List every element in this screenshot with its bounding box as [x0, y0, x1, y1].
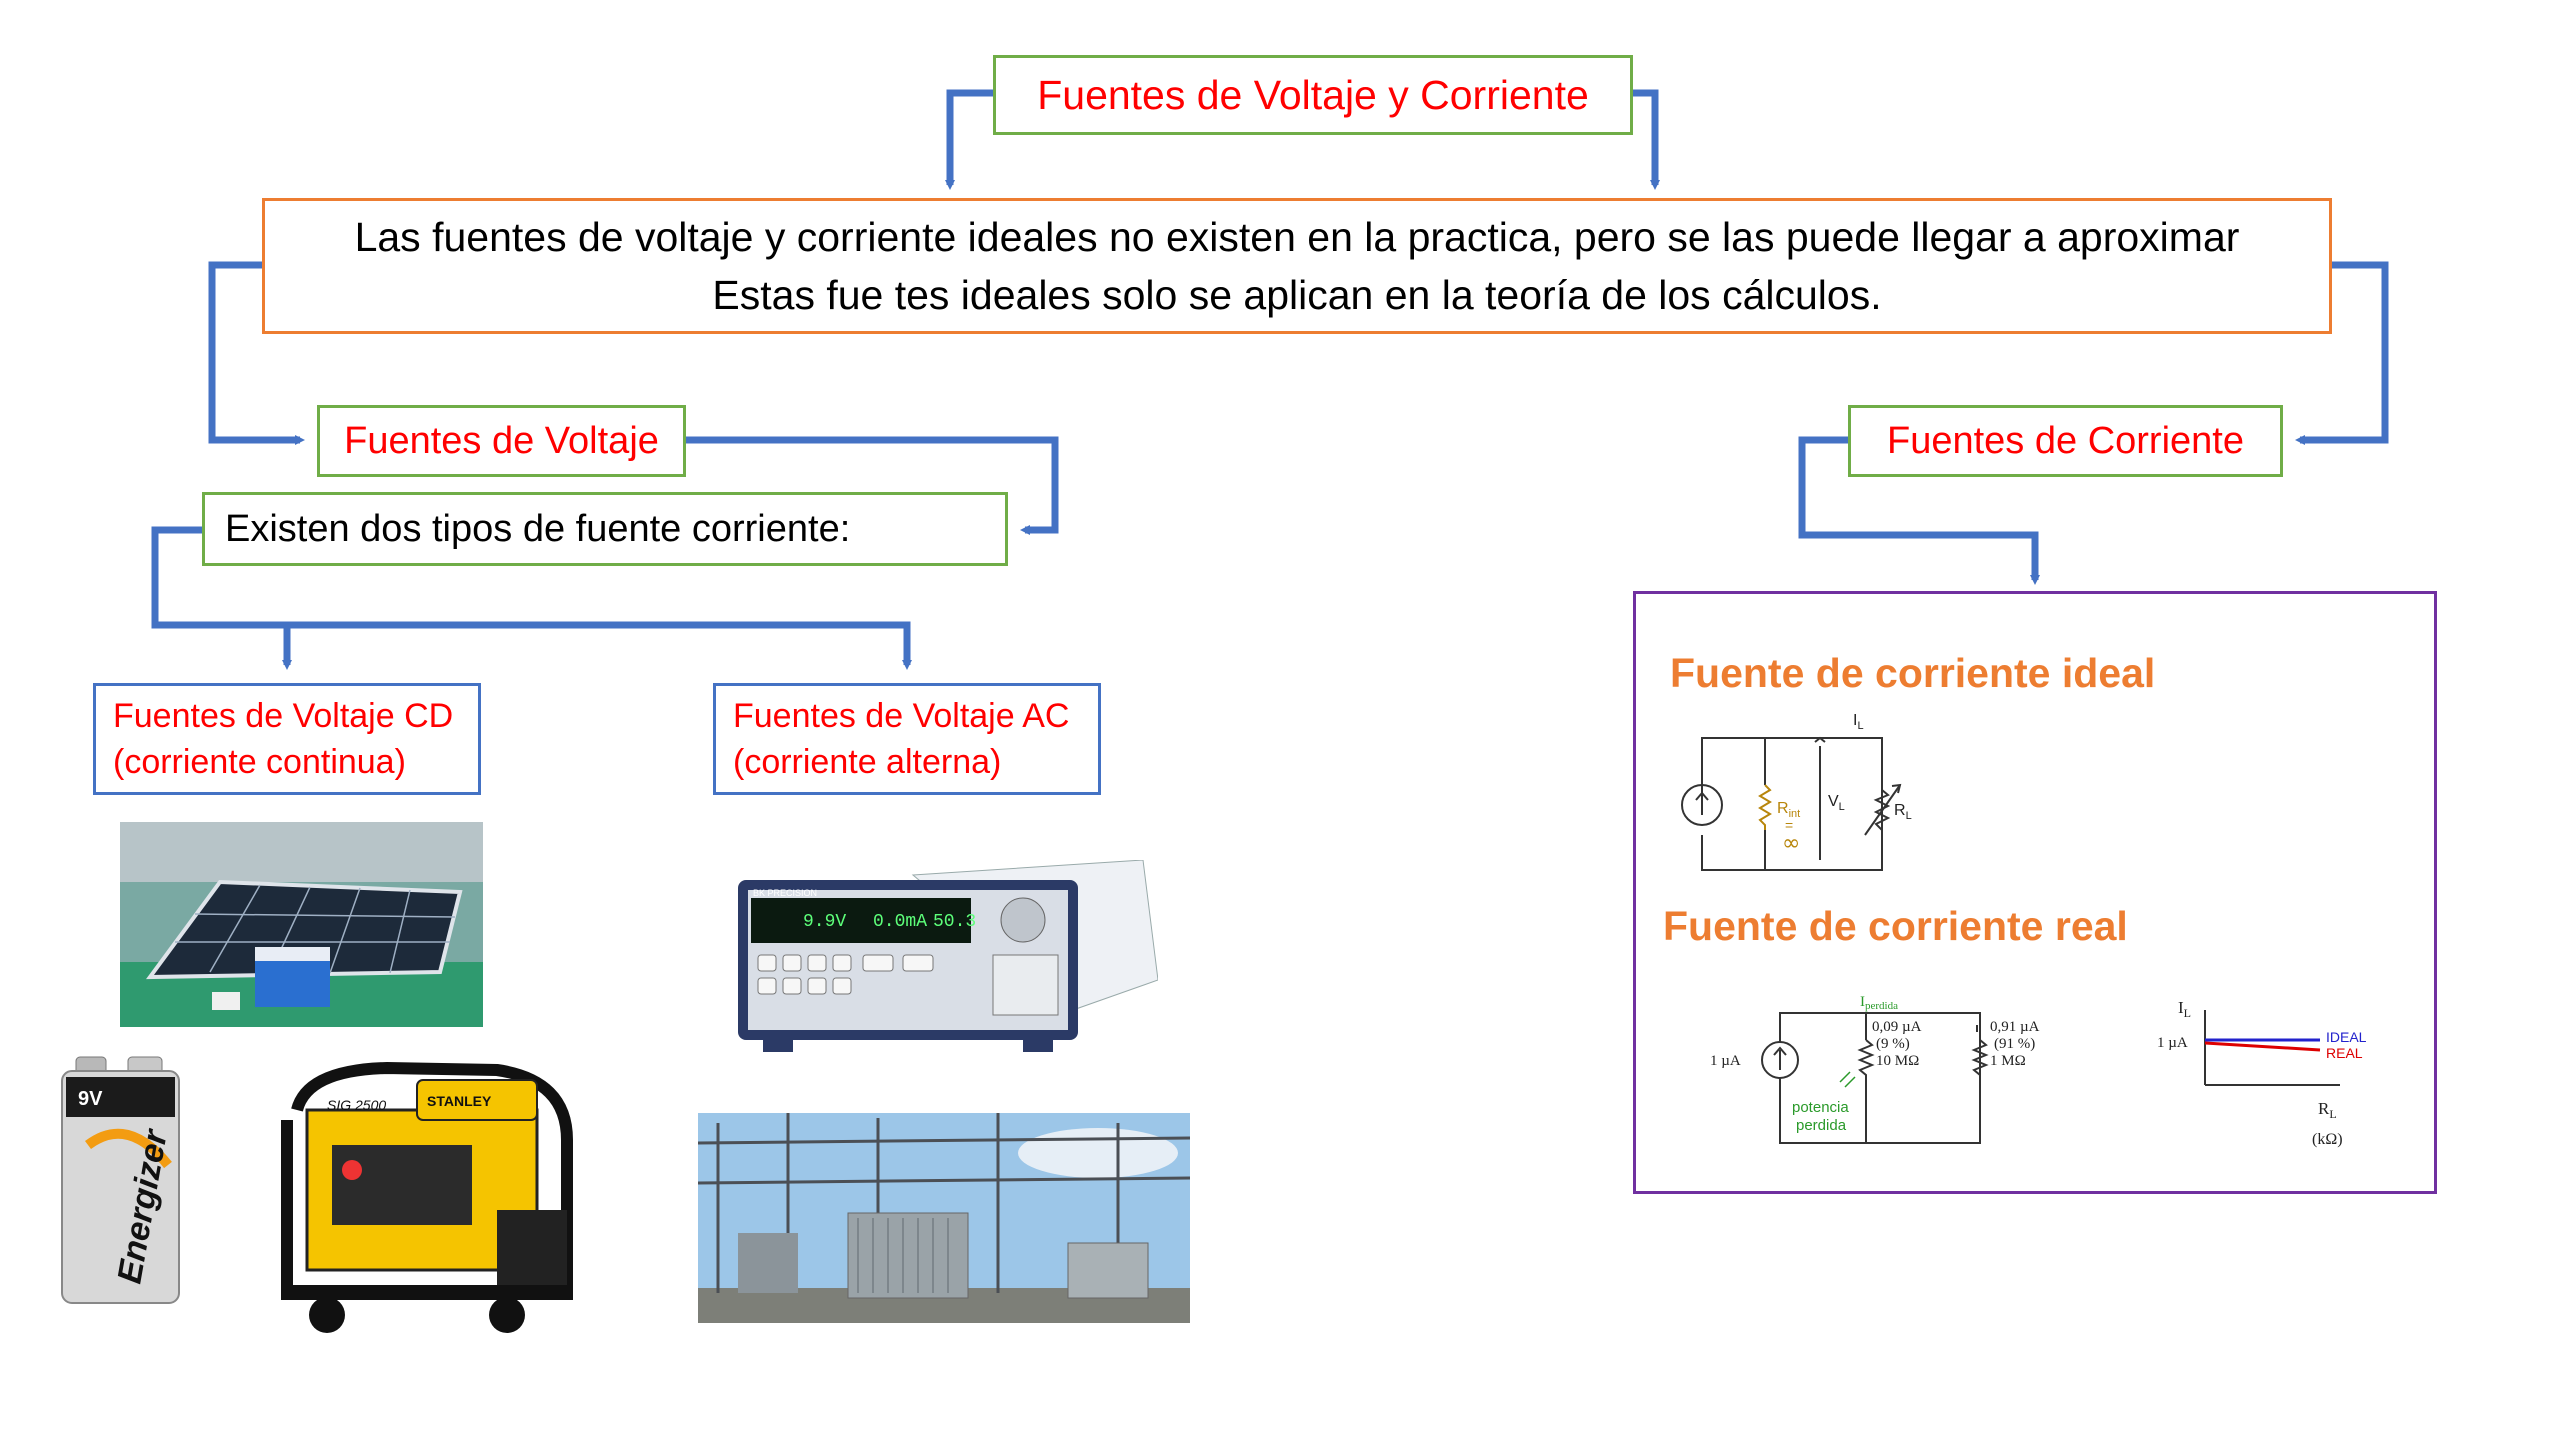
- connector-root-left: [945, 89, 993, 190]
- psu-brand-label: BK PRECISION: [753, 888, 817, 898]
- ideal-source-title: Fuente de corriente ideal: [1670, 650, 2156, 696]
- intro-line-1: Las fuentes de voltaje y corriente ideal…: [354, 214, 2240, 260]
- connector-root-right: [1633, 89, 1660, 190]
- types-text: Existen dos tipos de fuente corriente:: [225, 507, 851, 550]
- graph-legend-real: REAL: [2326, 1045, 2363, 1061]
- real-source-title: Fuente de corriente real: [1663, 903, 2128, 949]
- il-vs-rl-graph: IL 1 µA IDEAL REAL RL (kΩ): [2157, 998, 2367, 1148]
- root-title-box: Fuentes de Voltaje y Corriente: [993, 55, 1633, 135]
- ideal-vl-label: VL: [1828, 793, 1845, 813]
- psu-freq-readout: 50.3: [933, 912, 976, 932]
- psu-current-readout: 0.0mA: [873, 912, 927, 932]
- ideal-rint-label: Rint: [1777, 800, 1800, 820]
- dc-box: Fuentes de Voltaje CD (corriente continu…: [93, 683, 481, 795]
- voltage-title: Fuentes de Voltaje: [344, 419, 659, 462]
- dc-line-1: Fuentes de Voltaje CD: [113, 697, 454, 735]
- connector-voltage-types: [686, 436, 1059, 535]
- graph-ylabel: IL: [2178, 998, 2191, 1020]
- battery-volt-label: 9V: [78, 1088, 103, 1110]
- graph-xunit: (kΩ): [2312, 1131, 2343, 1148]
- root-title: Fuentes de Voltaje y Corriente: [1037, 71, 1589, 118]
- connector-types-split: [151, 526, 912, 670]
- graph-xlabel: RL: [2318, 1099, 2337, 1121]
- ideal-circuit-diagram: IL Rint = ∞ VL RL: [1681, 712, 1912, 871]
- ideal-rint-equals: =: [1785, 817, 1793, 833]
- battery-photo: 9V Energizer: [58, 1055, 183, 1305]
- ac-line-2: (corriente alterna): [733, 743, 1002, 781]
- real-i2-pct-label: (91 %): [1994, 1036, 2035, 1052]
- ideal-rl-label: RL: [1894, 802, 1912, 822]
- connector-intro-voltage: [208, 261, 305, 445]
- real-iperdida-label: Iperdida: [1860, 994, 1898, 1012]
- real-r2-label: 1 MΩ: [1990, 1053, 2026, 1069]
- connector-intro-current: [2295, 261, 2389, 445]
- real-line: [2204, 1041, 2321, 1052]
- substation-photo: [698, 1113, 1190, 1323]
- ac-line-1: Fuentes de Voltaje AC: [733, 697, 1070, 735]
- current-title: Fuentes de Corriente: [1887, 419, 2244, 462]
- generator-photo: STANLEY SIG 2500: [267, 1060, 585, 1340]
- real-source-label: 1 µA: [1710, 1053, 1741, 1069]
- real-i1-pct-label: (9 %): [1876, 1036, 1910, 1052]
- generator-model-label: SIG 2500: [327, 1097, 386, 1113]
- intro-box: Las fuentes de voltaje y corriente ideal…: [262, 198, 2332, 334]
- psu-voltage-readout: 9.9V: [803, 912, 846, 932]
- current-box: Fuentes de Corriente: [1848, 405, 2283, 477]
- ac-box: Fuentes de Voltaje AC (corriente alterna…: [713, 683, 1101, 795]
- current-source-panel: [1633, 591, 2437, 1194]
- power-supply-photo: BK PRECISION 9.9V 0.0mA 50.3: [733, 860, 1158, 1060]
- ideal-rint-infinity: ∞: [1782, 831, 1800, 856]
- intro-line-2: Estas fue tes ideales solo se aplican en…: [712, 272, 1882, 318]
- graph-legend-ideal: IDEAL: [2326, 1029, 2367, 1045]
- real-i2-label: 0,91 µA: [1990, 1019, 2040, 1035]
- real-loss-label-2: perdida: [1796, 1117, 1847, 1134]
- real-i1-label: 0,09 µA: [1872, 1019, 1922, 1035]
- ideal-il-label: IL: [1853, 712, 1864, 732]
- dc-line-2: (corriente continua): [113, 743, 406, 781]
- real-r1-label: 10 MΩ: [1876, 1053, 1919, 1069]
- voltage-box: Fuentes de Voltaje: [317, 405, 686, 477]
- generator-brand-label: STANLEY: [427, 1093, 492, 1109]
- types-box: Existen dos tipos de fuente corriente:: [202, 492, 1008, 566]
- real-loss-label-1: potencia: [1792, 1099, 1849, 1116]
- solar-panel-photo: [120, 822, 483, 1027]
- real-circuit-diagram: Iperdida 1 µA 0,09 µA (9 %) 0,91 µA (91 …: [1710, 994, 2040, 1144]
- connector-current-panel: [1798, 436, 2040, 585]
- graph-ytick: 1 µA: [2157, 1035, 2188, 1051]
